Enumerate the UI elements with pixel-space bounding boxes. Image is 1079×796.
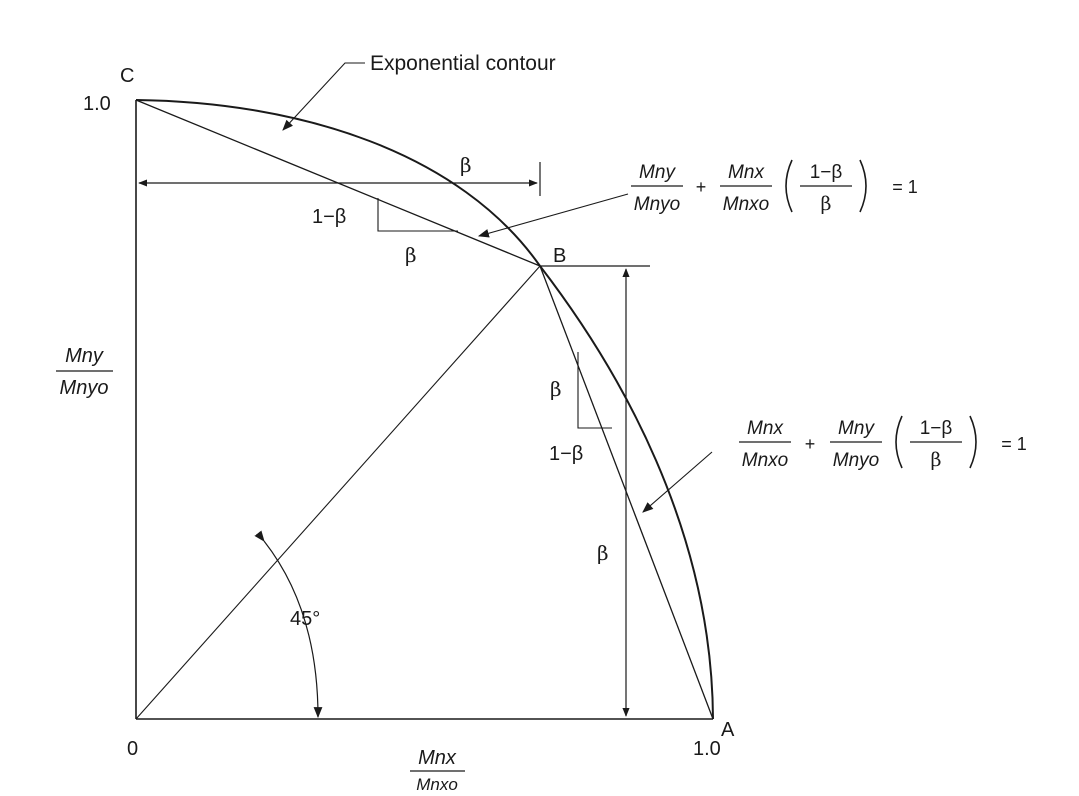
lower-eq-term2-numerator: Mny [838,418,875,439]
y-axis-label: Mny Mnyo [56,345,113,399]
lower-eq-term1-denominator: Mnxo [742,450,788,471]
angle-label: 45° [290,608,320,630]
angle-arc [254,530,323,719]
x-axis-label: Mnx Mnxo [410,747,465,794]
point-b-label: B [553,245,566,267]
point-c-label: C [120,65,134,87]
lower-slope-triangle [577,352,612,429]
lower-eq-left-paren [895,415,903,469]
upper-equation-leader [477,193,629,238]
lower-eq-term2-denominator: Mnyo [833,450,879,471]
x-one-label: 1.0 [693,738,721,760]
one-minus-beta-upper: 1−β [312,206,346,228]
y-axis-numerator: Mny [65,345,104,367]
y-one-label: 1.0 [83,93,111,115]
lower-eq-plus: + [805,434,816,454]
upper-slope-triangle [377,198,458,232]
beta-label-horizontal: β [460,153,472,177]
upper-eq-plus: + [696,177,707,197]
beta-label-vertical: β [597,541,609,565]
x-axis-numerator: Mnx [418,747,457,769]
exponential-contour-label: Exponential contour [370,52,556,75]
y-axis-denominator: Mnyo [60,377,109,399]
upper-eq-term2-numerator: Mnx [728,162,765,183]
lower-eq-paren-denominator: β [931,449,942,471]
lower-equation-leader [642,451,713,513]
upper-eq-right-paren [859,159,867,213]
x-axis-denominator: Mnxo [416,775,458,794]
lower-eq-term1-numerator: Mnx [747,418,784,439]
upper-interaction-equation: Mny Mnyo + Mnx Mnxo 1−β β = 1 [631,159,918,215]
upper-eq-term2-denominator: Mnxo [723,194,769,215]
upper-eq-paren-denominator: β [821,193,832,215]
lower-interaction-equation: Mnx Mnxo + Mny Mnyo 1−β β = 1 [739,415,1027,471]
beta-label-upper-triangle: β [405,243,417,267]
lower-eq-rhs: = 1 [1001,434,1027,454]
upper-eq-left-paren [785,159,793,213]
upper-eq-term1-numerator: Mny [639,162,676,183]
upper-eq-paren-numerator: 1−β [810,162,843,183]
beta-label-lower-triangle: β [550,377,562,401]
upper-eq-term1-denominator: Mnyo [634,194,680,215]
point-a-label: A [721,719,735,741]
one-minus-beta-lower: 1−β [549,443,583,465]
exponential-contour-leader [282,62,365,131]
diagonal-45-line [135,265,541,720]
lower-eq-paren-numerator: 1−β [920,418,953,439]
lower-eq-right-paren [969,415,977,469]
upper-eq-rhs: = 1 [892,177,918,197]
origin-label: 0 [127,738,138,760]
